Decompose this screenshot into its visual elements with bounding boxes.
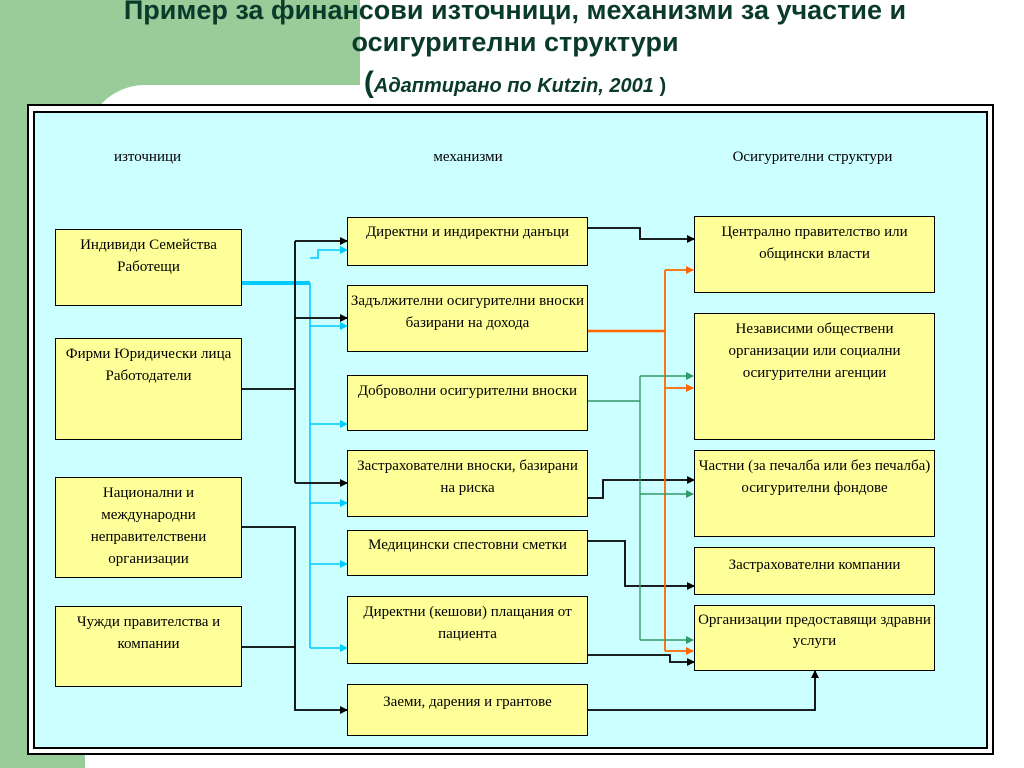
mechanism-out-of-pocket: Директни (кешови) плащания от пациента (347, 596, 588, 664)
subtitle-text: Адаптирано по Kutzin, 2001 (373, 75, 654, 97)
header-structures: Осигурителни структури (732, 149, 893, 165)
mechanism-savings-accounts: Медицински спестовни сметки (347, 530, 588, 576)
structure-providers: Организации предоставящи здравни услуги (694, 605, 935, 671)
mechanism-taxes: Директни и индиректни данъци (347, 217, 588, 266)
mechanism-loans-grants: Заеми, дарения и грантове (347, 684, 588, 736)
black-connectors (242, 227, 819, 714)
mechanism-voluntary-contributions: Доброволни осигурителни вноски (347, 375, 588, 431)
structure-social-insurance: Независими обществени организации или со… (694, 313, 935, 440)
structure-insurance-companies: Застрахователни компании (694, 547, 935, 595)
green-connectors (588, 372, 694, 644)
source-individuals: Индивиди Семейства Работещи (55, 229, 242, 306)
slide-title: Пример за финансови източници, механизми… (123, 0, 907, 57)
subtitle-close-paren: ) (653, 75, 667, 97)
header-mechanisms: механизми (433, 149, 503, 165)
header-sources: източници (113, 149, 182, 165)
mechanism-compulsory-contributions: Задължителни осигурителни вноски базиран… (347, 285, 588, 352)
structure-private-funds: Частни (за печалба или без печалба) осиг… (694, 450, 935, 537)
structure-government: Централно правителство или общински влас… (694, 216, 935, 293)
subtitle-open-paren: ( (363, 66, 374, 99)
slide-subtitle: (Адаптирано по Kutzin, 2001 ) (40, 66, 990, 100)
source-ngos: Национални и международни неправителстве… (55, 477, 242, 578)
source-foreign-governments: Чужди правителства и компании (55, 606, 242, 687)
source-firms: Фирми Юридически лица Работодатели (55, 338, 242, 440)
orange-connectors (588, 266, 694, 655)
mechanism-risk-premiums: Застрахователни вноски, базирани на риск… (347, 450, 588, 517)
cyan-connectors (242, 246, 348, 652)
